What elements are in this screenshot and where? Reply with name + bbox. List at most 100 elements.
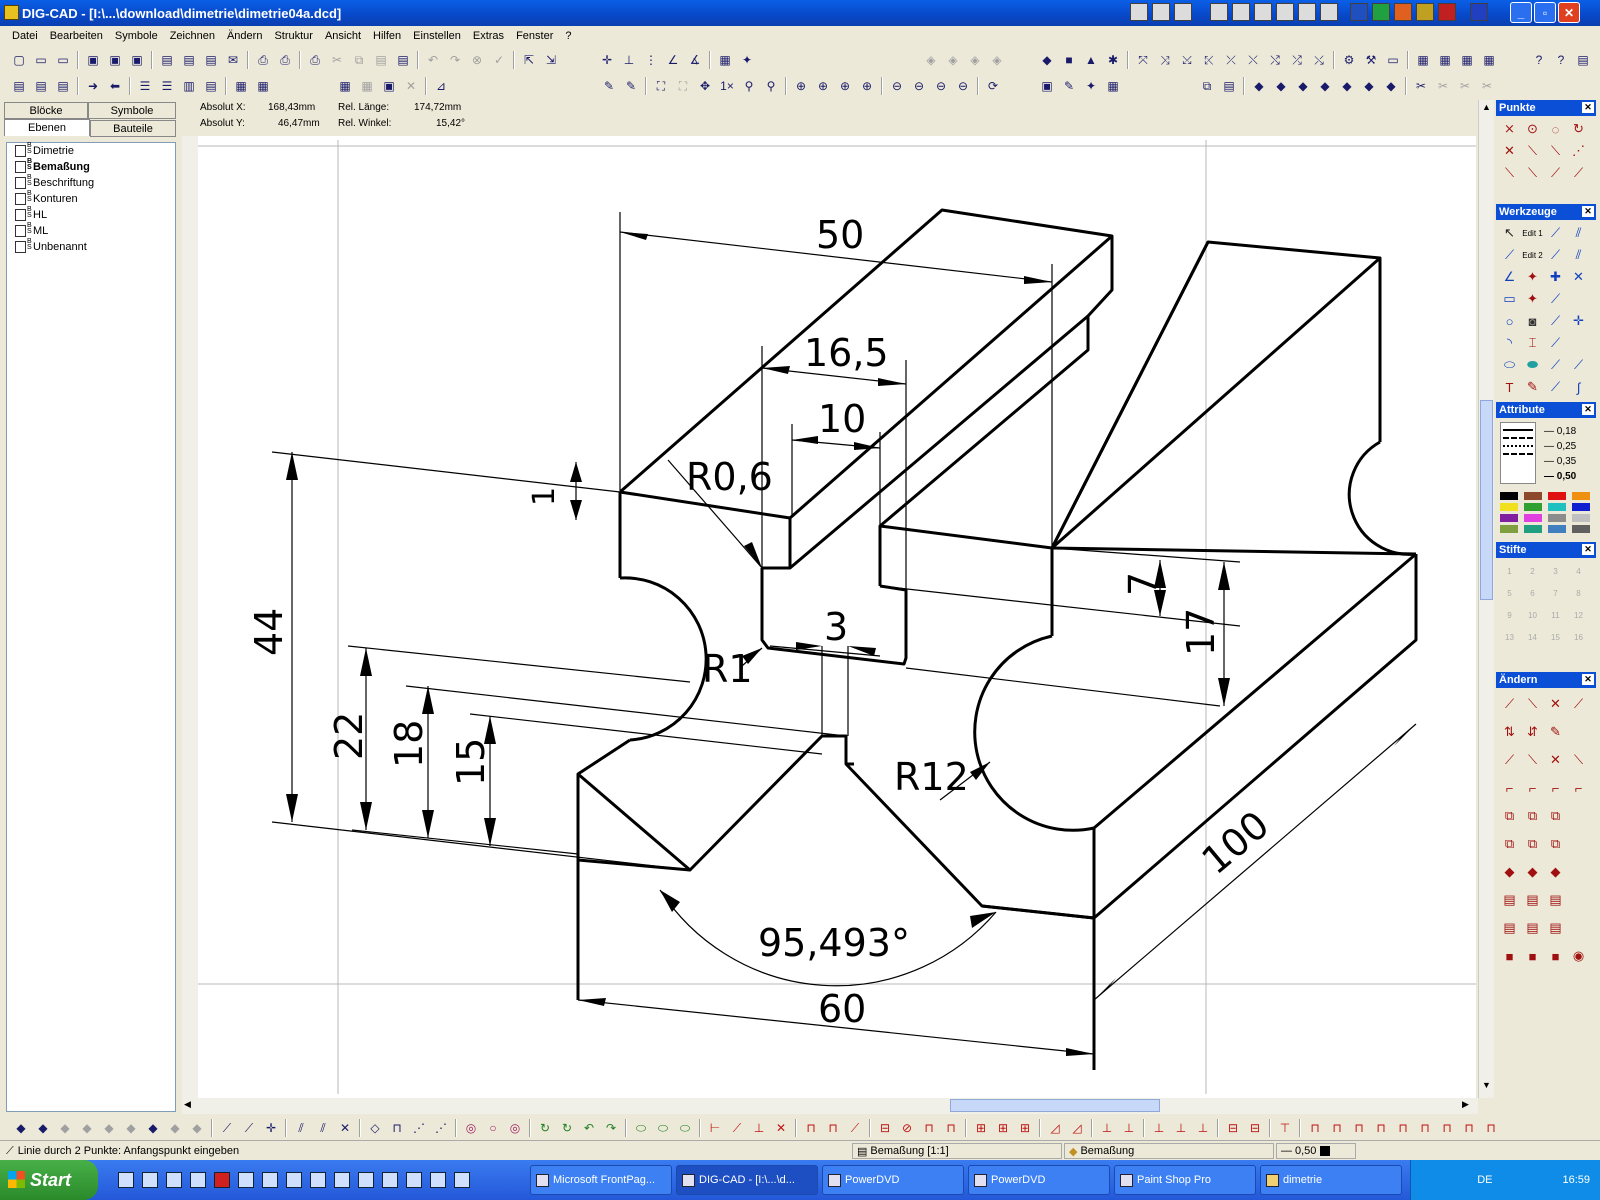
dim-tool-icon[interactable]: ⊓ xyxy=(946,1121,956,1135)
panel-close-icon[interactable]: ✕ xyxy=(1582,404,1594,415)
task-digcad[interactable]: DIG-CAD - [I:\...\d... xyxy=(676,1165,818,1195)
task-powerdvd-2[interactable]: PowerDVD xyxy=(968,1165,1110,1195)
zoom-e-icon[interactable]: ⊖ xyxy=(891,79,903,93)
quicklaunch-icon[interactable] xyxy=(430,1172,446,1188)
line-icon[interactable]: ⟋ xyxy=(1550,225,1561,240)
scale-icon[interactable]: ⤮ xyxy=(1292,52,1302,67)
menu-struktur[interactable]: Struktur xyxy=(274,30,313,42)
circle-tool-icon[interactable]: ◎ xyxy=(465,1121,477,1135)
stretch-icon[interactable]: ◆ xyxy=(1504,864,1515,879)
split-icon[interactable]: ▦ xyxy=(1483,53,1495,67)
mirror-icon[interactable]: ⧉ xyxy=(1504,836,1515,851)
quicklaunch-icon[interactable] xyxy=(142,1172,158,1188)
corner-icon[interactable]: ⌐ xyxy=(1551,780,1560,796)
pen-6[interactable]: 6 xyxy=(1530,588,1535,598)
open-folder-icon[interactable]: ▭ xyxy=(57,53,69,67)
menu-symbole[interactable]: Symbole xyxy=(114,30,158,42)
toolbar-shortcut-icon[interactable] xyxy=(1320,3,1338,21)
text-edit-icon[interactable]: ✎ xyxy=(1527,379,1538,394)
step-forward-icon[interactable]: ⇲ xyxy=(545,53,557,67)
tool-icon[interactable]: ✱ xyxy=(1107,53,1119,67)
scroll-right-icon[interactable]: ▶ xyxy=(1462,1099,1469,1109)
menu-help[interactable]: ? xyxy=(565,30,572,42)
arrange-icon[interactable]: ▦ xyxy=(1461,53,1473,67)
dim-tool-icon[interactable]: ✕ xyxy=(775,1121,787,1135)
explode-icon[interactable]: ▤ xyxy=(1549,920,1562,935)
mirror-icon[interactable]: ⤭ xyxy=(1270,52,1280,67)
tab-symbole[interactable]: Symbole xyxy=(88,102,176,119)
center-point-icon[interactable]: ⊙ xyxy=(1527,121,1538,136)
import-icon[interactable]: ▤ xyxy=(183,53,195,67)
parallel-tool-icon[interactable]: ⫽ xyxy=(298,1120,304,1135)
color-swatch[interactable] xyxy=(1500,503,1518,511)
circle-point-icon[interactable]: ◌ xyxy=(1551,121,1560,137)
zoom-b-icon[interactable]: ⊕ xyxy=(817,79,829,93)
color-swatch[interactable] xyxy=(1548,492,1566,500)
pen-color-icon[interactable]: ✎ xyxy=(625,79,637,93)
stack-icon[interactable]: ▤ xyxy=(205,79,217,93)
dim-tool-icon[interactable]: ⊞ xyxy=(975,1121,987,1135)
line-width-050[interactable]: — 0,50 xyxy=(1544,471,1577,482)
drawing-canvas[interactable]: 50 16,5 10 R0,6 1 44 22 18 15 R1 3 R12 7… xyxy=(198,136,1476,1098)
zoom-window-icon[interactable]: ⚲ xyxy=(766,79,776,93)
pen-13[interactable]: 13 xyxy=(1505,632,1514,642)
measure-icon[interactable]: ✦ xyxy=(1527,269,1538,284)
horizontal-scrollbar[interactable]: ◀ ▶ xyxy=(182,1098,1478,1114)
explode-icon[interactable]: ▤ xyxy=(1503,920,1516,935)
pen-15[interactable]: 15 xyxy=(1551,632,1560,642)
window-icon[interactable]: ▭ xyxy=(1387,53,1399,67)
3d-box-icon[interactable]: ◆ xyxy=(192,1121,202,1135)
part-icon[interactable]: ◆ xyxy=(1364,79,1374,93)
dim-tool-icon[interactable]: ⊥ xyxy=(753,1121,765,1135)
arrow-right-icon[interactable]: ➜ xyxy=(87,79,99,93)
mid-point-icon[interactable]: ⋰ xyxy=(1572,143,1585,158)
pen-7[interactable]: 7 xyxy=(1553,588,1558,598)
print-icon[interactable]: ⎙ xyxy=(258,52,268,67)
axis-icon[interactable]: ⊥ xyxy=(623,53,635,67)
scroll-down-icon[interactable]: ▼ xyxy=(1482,1080,1491,1090)
zoom-c-icon[interactable]: ⊕ xyxy=(839,79,851,93)
modify-icon[interactable]: ⟋ xyxy=(1504,696,1515,711)
part-icon[interactable]: ◆ xyxy=(1320,79,1330,93)
menu-zeichnen[interactable]: Zeichnen xyxy=(169,30,215,42)
fillet-line-icon[interactable]: ⟋ xyxy=(1550,357,1561,372)
3d-rotate-icon[interactable]: ◈ xyxy=(948,53,958,67)
clock[interactable]: 16:59 xyxy=(1562,1174,1590,1186)
zoom-g-icon[interactable]: ⊖ xyxy=(935,79,947,93)
3d-box-icon[interactable]: ◆ xyxy=(126,1121,136,1135)
tangent-line-icon[interactable]: ⟋ xyxy=(1550,313,1561,328)
quicklaunch-icon[interactable] xyxy=(358,1172,374,1188)
access-icon[interactable] xyxy=(1438,3,1456,21)
language-indicator[interactable]: DE xyxy=(1477,1174,1493,1186)
line-width-035[interactable]: — 0,35 xyxy=(1544,456,1577,467)
save-as-icon[interactable]: ▣ xyxy=(109,53,121,67)
symbol-tool-icon[interactable]: ⊓ xyxy=(1442,1121,1452,1135)
shape-tool-icon[interactable]: ⊓ xyxy=(392,1121,402,1135)
3d-box-icon[interactable]: ◆ xyxy=(60,1121,70,1135)
dim-tool-icon[interactable]: ⊓ xyxy=(924,1121,934,1135)
bisector-icon[interactable]: ⟋ xyxy=(1550,291,1561,306)
3d-link-icon[interactable]: ◈ xyxy=(970,53,980,67)
layer-add-icon[interactable]: ▤ xyxy=(35,79,47,93)
toolbar-shortcut-icon[interactable] xyxy=(1254,3,1272,21)
vertical-scroll-thumb[interactable] xyxy=(1480,400,1493,600)
task-paintshop[interactable]: Paint Shop Pro xyxy=(1114,1165,1256,1195)
dim-tool-icon[interactable]: ⊞ xyxy=(997,1121,1009,1135)
color-swatch[interactable] xyxy=(1524,525,1542,533)
cut-icon[interactable]: ✂ xyxy=(331,53,343,67)
3d-box-icon[interactable]: ◆ xyxy=(38,1121,48,1135)
zoom-f-icon[interactable]: ⊖ xyxy=(913,79,925,93)
quicklaunch-icon[interactable] xyxy=(286,1172,302,1188)
break-icon[interactable]: ⤩ xyxy=(1182,52,1192,67)
quicklaunch-icon[interactable] xyxy=(382,1172,398,1188)
color-swatch[interactable] xyxy=(1548,514,1566,522)
extend-icon[interactable]: ⟍ xyxy=(1527,752,1538,767)
x-line-icon[interactable]: ✕ xyxy=(1573,269,1584,284)
toolbar-shortcut-icon[interactable] xyxy=(1130,3,1148,21)
list-icon[interactable]: ☰ xyxy=(161,79,173,93)
angle-line-icon[interactable]: ∠ xyxy=(1503,269,1516,284)
arc-point-icon[interactable]: ↻ xyxy=(1573,121,1584,136)
dim-tool-icon[interactable]: ◿ xyxy=(1072,1121,1082,1135)
